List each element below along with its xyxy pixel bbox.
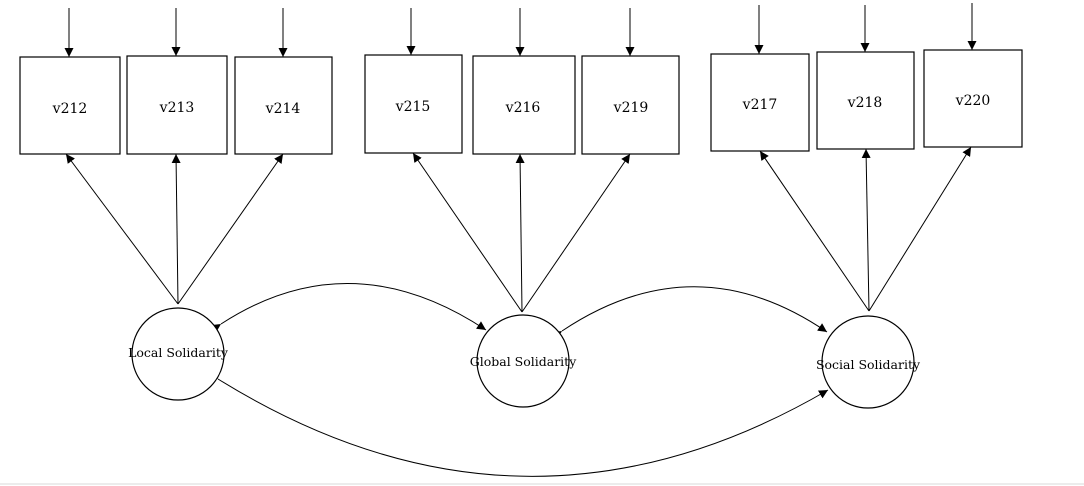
factor-label-global: Global Solidarity — [470, 354, 577, 369]
indicator-label-v219: v219 — [613, 100, 649, 116]
indicator-label-v215: v215 — [395, 99, 431, 115]
indicator-v219: v219 — [581, 55, 680, 155]
indicator-label-v217: v217 — [742, 97, 778, 113]
covariance-local-social — [207, 370, 829, 477]
factor-label-social: Social Solidarity — [816, 357, 921, 372]
loading-arrow-v214 — [177, 153, 284, 305]
loading-arrow-v217 — [759, 150, 870, 312]
indicator-v213: v213 — [126, 55, 228, 155]
factor-social-solidarity: Social Solidarity — [816, 315, 921, 409]
indicator-v214: v214 — [234, 56, 333, 155]
indicator-label-v220: v220 — [955, 93, 991, 109]
factor-local-solidarity: Local Solidarity — [128, 307, 229, 401]
covariance-global-social — [552, 286, 828, 340]
indicator-v218: v218 — [816, 51, 915, 150]
loading-arrow-v213 — [171, 153, 181, 305]
indicator-v220: v220 — [923, 49, 1023, 148]
loading-arrow-v216 — [515, 153, 525, 313]
loading-arrow-v220 — [868, 146, 972, 312]
indicator-v217: v217 — [710, 53, 810, 152]
indicator-v216: v216 — [472, 55, 576, 155]
indicator-label-v213: v213 — [159, 100, 195, 116]
indicator-v212: v212 — [19, 56, 121, 155]
factor-global-solidarity: Global Solidarity — [470, 314, 577, 408]
indicator-v215: v215 — [364, 54, 463, 154]
loading-arrow-v219 — [521, 153, 631, 313]
loading-arrow-v215 — [412, 152, 523, 313]
loading-arrow-v218 — [861, 148, 871, 312]
indicator-label-v214: v214 — [265, 101, 301, 117]
indicator-label-v216: v216 — [505, 100, 541, 116]
indicator-label-v218: v218 — [847, 95, 883, 111]
edges-layer — [64, 3, 977, 477]
factor-label-local: Local Solidarity — [128, 345, 229, 360]
loading-arrow-v212 — [65, 153, 179, 305]
indicator-label-v212: v212 — [52, 101, 88, 117]
covariance-local-global — [211, 283, 487, 333]
nodes-layer: v212 v213 v214 v215 v216 v219 v217 v218 — [19, 49, 1023, 409]
